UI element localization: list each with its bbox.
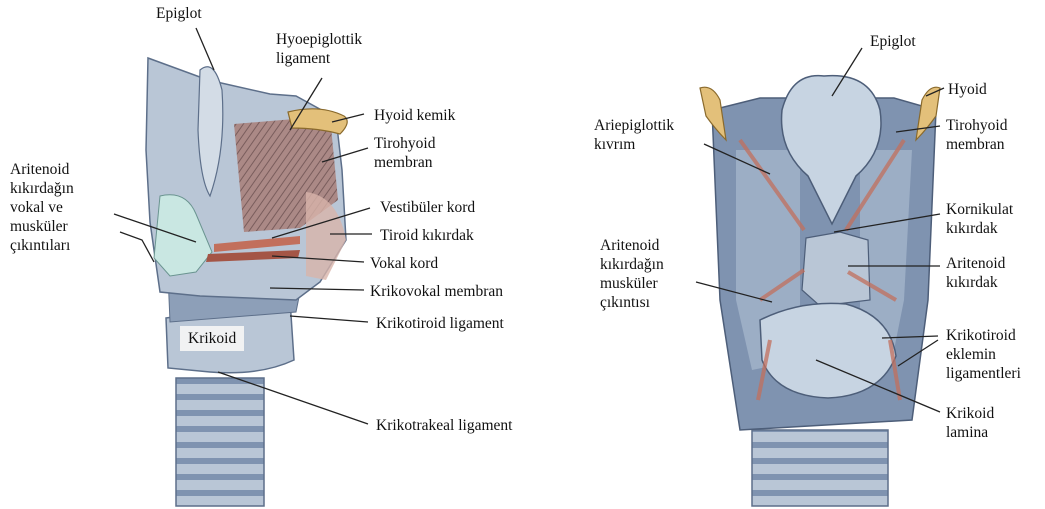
right-larynx-posterior-view [700, 76, 940, 506]
label-tirohyoid-membran-right: Tirohyoid membran [946, 116, 1007, 154]
label-epiglot-right: Epiglot [870, 32, 916, 51]
label-vokal-kord: Vokal kord [370, 254, 438, 273]
label-kornikulat-kikirdak: Kornikulat kıkırdak [946, 200, 1013, 238]
label-krikotiroid-ligament: Krikotiroid ligament [376, 314, 504, 333]
leader-epiglot-left [196, 28, 214, 70]
label-aritenoid-vocal-muscular: Aritenoid kıkırdağın vokal ve musküler ç… [10, 160, 74, 255]
left-trachea [176, 378, 264, 506]
label-epiglot-left: Epiglot [156, 4, 202, 23]
label-krikoid: Krikoid [180, 326, 244, 351]
leader-krikotiroid [290, 316, 368, 322]
label-aritenoid-muskuler-cikintisi: Aritenoid kıkırdağın musküler çıkıntısı [600, 236, 664, 312]
label-tiroid-kikirdak: Tiroid kıkırdak [380, 226, 474, 245]
right-cricoid-lamina [760, 303, 896, 398]
label-tirohyoid-membran-left: Tirohyoid membran [374, 134, 435, 172]
label-hyoepiglottik-ligament: Hyoepiglottik ligament [276, 30, 362, 68]
label-hyoid-right: Hyoid [948, 80, 987, 99]
label-hyoid-kemik: Hyoid kemik [374, 106, 455, 125]
label-krikovokal-membran: Krikovokal membran [370, 282, 503, 301]
right-arytenoid-cartilage [802, 232, 870, 306]
right-trachea [752, 430, 888, 506]
label-ariepiglottik-kivrim: Ariepiglottik kıvrım [594, 116, 674, 154]
label-vestibuler-kord: Vestibüler kord [380, 198, 475, 217]
label-krikotrakeal-ligament: Krikotrakeal ligament [376, 416, 512, 435]
label-aritenoid-kikirdak: Aritenoid kıkırdak [946, 254, 1005, 292]
label-krikotiroid-eklem-ligamentleri: Krikotiroid eklemin ligamentleri [946, 326, 1021, 383]
left-larynx-lateral-view [146, 58, 347, 506]
label-krikoid-lamina: Krikoid lamina [946, 404, 994, 442]
